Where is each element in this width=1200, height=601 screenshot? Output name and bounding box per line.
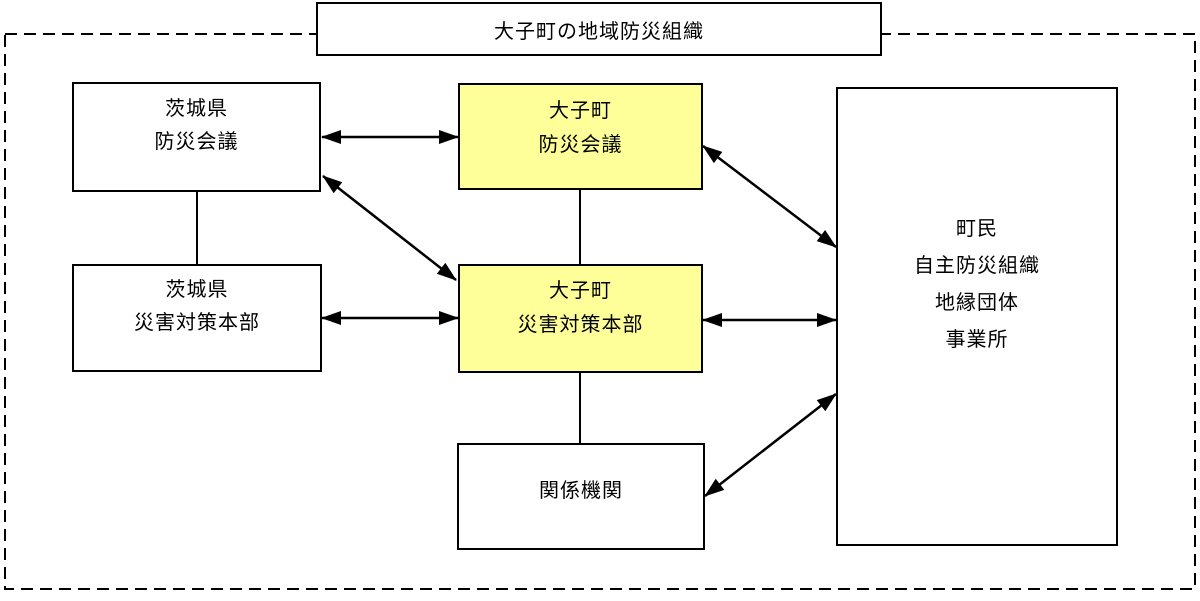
box-label-line: 地縁団体 xyxy=(935,292,1019,314)
box-label-line: 自主防災組織 xyxy=(914,255,1040,277)
arrow-daigo-council-residents xyxy=(702,145,837,248)
box-label-line: 災害対策本部 xyxy=(134,312,260,334)
box-label-line: 大子町 xyxy=(549,100,612,122)
box-ibaraki-prefecture-disaster-hq: 茨城県 災害対策本部 xyxy=(72,264,322,372)
arrow-ibaraki-council-daigo-hq xyxy=(322,175,457,281)
box-daigo-town-council: 大子町 防災会議 xyxy=(458,83,703,190)
box-label-line: 防災会議 xyxy=(538,134,623,156)
box-label-line: 町民 xyxy=(956,218,998,240)
box-daigo-town-disaster-hq: 大子町 災害対策本部 xyxy=(458,264,703,373)
box-residents-groups: 町民 自主防災組織 地縁団体 事業所 xyxy=(836,87,1118,546)
box-label-line: 大子町 xyxy=(549,280,612,302)
diagram-title: 大子町の地域防災組織 xyxy=(494,20,704,43)
box-label-line: 茨城県 xyxy=(165,98,228,120)
box-label-line: 関係機関 xyxy=(539,480,623,502)
box-label-line: 防災会議 xyxy=(154,131,239,153)
box-related-organizations: 関係機関 xyxy=(457,443,705,550)
diagram-title-box: 大子町の地域防災組織 xyxy=(316,2,882,56)
box-label-line: 茨城県 xyxy=(165,279,229,301)
box-ibaraki-prefecture-council: 茨城県 防災会議 xyxy=(72,82,321,192)
box-label-line: 災害対策本部 xyxy=(517,314,644,336)
box-label-line: 事業所 xyxy=(945,329,1009,351)
arrow-related-orgs-residents xyxy=(704,393,837,497)
